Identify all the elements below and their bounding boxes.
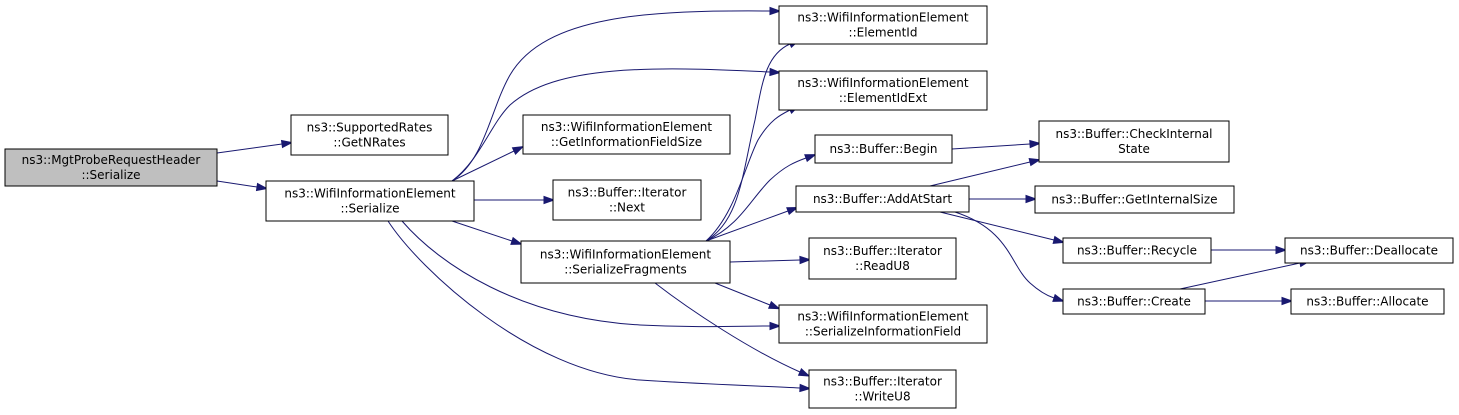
node-label: ns3::SupportedRates	[307, 121, 433, 135]
node-getnrates[interactable]: ns3::SupportedRates::GetNRates	[290, 114, 449, 156]
node-box	[808, 237, 957, 280]
node-label: ns3::Buffer::AddAtStart	[813, 192, 952, 206]
node-box	[795, 185, 970, 213]
node-label: ::SerializeFragments	[564, 263, 687, 277]
node-label: State	[1118, 142, 1150, 156]
edge-wie_ser-to-getifs	[451, 145, 525, 182]
edges-layer	[216, 6, 1312, 393]
edge-serfrag-to-begin	[705, 154, 817, 242]
node-box	[1038, 120, 1230, 163]
node-label: ns3::WifiInformationElement	[797, 76, 969, 90]
node-box	[290, 114, 449, 156]
node-label: ::ElementId	[849, 26, 918, 40]
node-serif[interactable]: ns3::WifiInformationElement::SerializeIn…	[778, 304, 988, 344]
node-wie_ser[interactable]: ns3::WifiInformationElement::Serialize	[265, 180, 475, 222]
node-label: ::GetNRates	[333, 136, 405, 150]
node-label: ::SerializeInformationField	[805, 325, 961, 339]
node-label: ::WriteU8	[854, 390, 910, 404]
edge-create-to-dealloc	[1179, 258, 1312, 290]
node-label: ns3::Buffer::Iterator	[568, 186, 687, 200]
node-label: ::GetInformationFieldSize	[551, 135, 702, 149]
node-box	[778, 304, 988, 344]
node-label: ns3::WifiInformationElement	[284, 187, 456, 201]
node-box	[522, 114, 731, 155]
node-label: ns3::Buffer::Recycle	[1077, 244, 1197, 258]
edge-addstart-to-checkint	[929, 158, 1042, 187]
edge-addstart-to-create	[954, 211, 1065, 302]
node-box	[778, 70, 988, 111]
edge-recycle-to-dealloc	[1211, 245, 1288, 255]
edge-serfrag-to-addstart	[705, 207, 799, 242]
edge-wie_ser-to-elemid	[451, 6, 782, 182]
node-getintsz[interactable]: ns3::Buffer::GetInternalSize	[1034, 185, 1235, 214]
node-dealloc[interactable]: ns3::Buffer::Deallocate	[1284, 237, 1454, 264]
edge-wie_ser-to-itnext	[474, 195, 556, 205]
node-label: ns3::WifiInformationElement	[541, 120, 713, 134]
edge-root-to-wie_ser	[216, 180, 269, 192]
node-alloc[interactable]: ns3::Buffer::Allocate	[1290, 288, 1445, 315]
node-itnext[interactable]: ns3::Buffer::Iterator::Next	[552, 179, 702, 221]
node-label: ns3::Buffer::Iterator	[823, 375, 942, 389]
edge-wie_ser-to-serfrag	[451, 220, 523, 245]
edge-serfrag-to-writeu8	[654, 282, 811, 377]
node-begin[interactable]: ns3::Buffer::Begin	[814, 134, 953, 164]
nodes-layer: ns3::MgtProbeRequestHeader::Serializens3…	[4, 5, 1454, 409]
node-getifs[interactable]: ns3::WifiInformationElement::GetInformat…	[522, 114, 731, 155]
node-elemid[interactable]: ns3::WifiInformationElement::ElementId	[778, 5, 988, 45]
node-box	[1034, 185, 1235, 214]
node-label: ::ElementIdExt	[839, 91, 928, 105]
node-box	[265, 180, 475, 222]
node-writeu8[interactable]: ns3::Buffer::Iterator::WriteU8	[808, 369, 957, 409]
node-label: ns3::Buffer::Deallocate	[1300, 244, 1438, 258]
node-create[interactable]: ns3::Buffer::Create	[1062, 288, 1206, 315]
node-label: ns3::WifiInformationElement	[797, 11, 969, 25]
edge-wie_ser-to-serif	[401, 220, 782, 331]
edge-begin-to-checkint	[951, 139, 1042, 150]
node-box	[520, 240, 731, 284]
node-recycle[interactable]: ns3::Buffer::Recycle	[1062, 237, 1212, 264]
edge-addstart-to-getintsz	[969, 194, 1038, 204]
node-box	[1284, 237, 1454, 264]
node-label: ns3::WifiInformationElement	[540, 248, 712, 262]
node-serfrag[interactable]: ns3::WifiInformationElement::SerializeFr…	[520, 240, 731, 284]
node-label: ns3::Buffer::Begin	[829, 142, 937, 156]
node-elemidext[interactable]: ns3::WifiInformationElement::ElementIdEx…	[778, 70, 988, 111]
node-addstart[interactable]: ns3::Buffer::AddAtStart	[795, 185, 970, 213]
node-label: ::Next	[609, 201, 645, 215]
node-label: ns3::Buffer::CheckInternal	[1055, 127, 1212, 141]
node-box	[552, 179, 702, 221]
node-label: ::ReadU8	[855, 259, 910, 273]
node-box	[808, 369, 957, 409]
edge-wie_ser-to-writeu8	[387, 220, 812, 393]
edge-create-to-alloc	[1205, 296, 1294, 306]
node-box	[1062, 288, 1206, 315]
edge-serfrag-to-serif	[714, 282, 781, 310]
node-label: ns3::WifiInformationElement	[797, 310, 969, 324]
edge-addstart-to-recycle	[939, 211, 1066, 244]
node-box	[814, 134, 953, 164]
node-label: ns3::MgtProbeRequestHeader	[22, 153, 201, 167]
node-readu8[interactable]: ns3::Buffer::Iterator::ReadU8	[808, 237, 957, 280]
node-label: ns3::Buffer::Allocate	[1306, 295, 1428, 309]
node-box	[778, 5, 988, 45]
node-label: ns3::Buffer::Create	[1077, 295, 1191, 309]
node-box	[1062, 237, 1212, 264]
node-label: ns3::Buffer::GetInternalSize	[1051, 193, 1217, 207]
node-box	[1290, 288, 1445, 315]
node-label: ::Serialize	[340, 202, 399, 216]
node-label: ns3::Buffer::Iterator	[823, 244, 942, 258]
node-label: ::Serialize	[81, 168, 140, 182]
node-box	[4, 148, 218, 187]
edge-wie_ser-to-elemidext	[451, 67, 782, 182]
edge-serfrag-to-readu8	[729, 255, 812, 265]
edge-root-to-getnrates	[216, 139, 294, 154]
node-root[interactable]: ns3::MgtProbeRequestHeader::Serialize	[4, 148, 218, 187]
